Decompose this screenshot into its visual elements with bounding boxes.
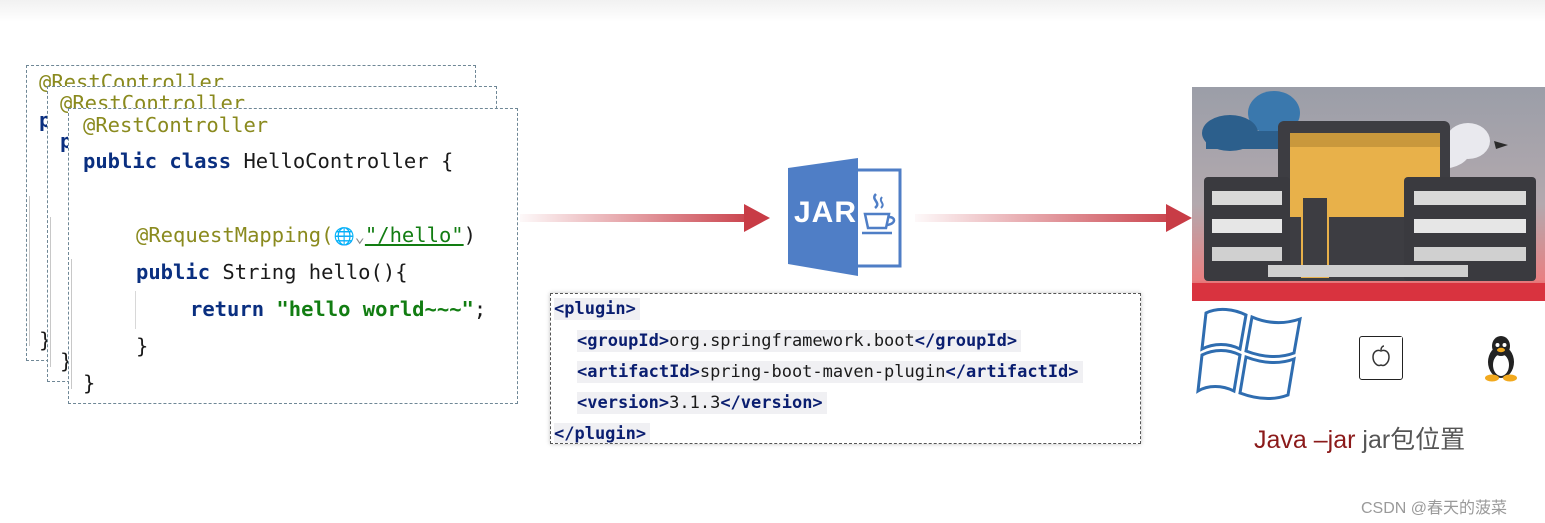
gutter-line — [29, 196, 40, 346]
csdn-watermark: CSDN @春天的菠菜 — [1361, 500, 1508, 517]
code-card-front: @RestController public class HelloContro… — [68, 108, 518, 404]
plugin-open-tag: <plugin> — [554, 299, 636, 319]
return-keyword: return — [190, 297, 265, 321]
java-cup-icon — [862, 193, 896, 235]
class-closing-brace: } — [83, 371, 96, 395]
maven-plugin-snippet: <plugin> <groupId>org.springframework.bo… — [550, 293, 1141, 444]
artifact-id-open-tag: <artifactId> — [577, 362, 700, 382]
method-closing-brace: } — [136, 334, 149, 358]
method-signature: String hello(){ — [222, 260, 408, 284]
request-mapping-annotation: @RequestMapping( — [136, 223, 334, 247]
semicolon: ; — [473, 297, 487, 321]
arrow-head — [1166, 204, 1192, 232]
version-value: 3.1.3 — [669, 393, 721, 413]
class-declaration: public class HelloController { — [83, 149, 453, 173]
top-band — [0, 0, 1545, 22]
open-brace: { — [440, 149, 454, 173]
method-declaration: public String hello(){ — [136, 260, 408, 284]
artifact-id-value: spring-boot-maven-plugin — [699, 362, 946, 382]
artifact-id-close-tag: </artifactId> — [945, 362, 1079, 382]
mapping-close-paren: ) — [463, 223, 476, 247]
jar-label: JAR — [794, 196, 858, 229]
public-keyword: public — [136, 260, 211, 284]
version-close-tag: </version> — [720, 393, 823, 413]
java-jar-command: Java –jar — [1254, 426, 1356, 454]
return-string: "hello world~~~" — [276, 297, 474, 321]
linux-penguin-icon — [1485, 336, 1517, 382]
server-illustration — [1192, 87, 1545, 301]
gutter-line — [71, 259, 82, 389]
group-id-close-tag: </groupId> — [914, 331, 1018, 351]
jar-file-icon: JAR — [788, 158, 904, 276]
plugin-close-tag: </plugin> — [554, 424, 647, 444]
artifact-id-line: <artifactId>spring-boot-maven-plugin</ar… — [577, 361, 1083, 383]
jar-location-text: jar包位置 — [1355, 426, 1466, 454]
group-id-open-tag: <groupId> — [577, 331, 670, 351]
mapping-path: "/hello" — [364, 223, 464, 247]
run-command-caption: Java –jar jar包位置 — [1254, 420, 1465, 456]
arrow-jar-to-server — [915, 214, 1169, 222]
class-keyword: class — [169, 149, 232, 173]
rest-controller-annotation: @RestController — [83, 113, 269, 137]
arrow-code-to-jar — [520, 214, 746, 222]
version-open-tag: <version> — [577, 393, 670, 413]
version-line: <version>3.1.3</version> — [577, 392, 827, 414]
windows-logo-icon — [1196, 307, 1302, 401]
indent-guide — [135, 291, 136, 329]
globe-icon: 🌐⌄ — [333, 227, 365, 247]
plugin-close-line: </plugin> — [554, 423, 651, 444]
class-name: HelloController — [243, 149, 429, 173]
request-mapping-line: @RequestMapping(🌐⌄"/hello") — [136, 223, 476, 249]
return-statement: return "hello world~~~"; — [190, 297, 486, 321]
arrow-head — [744, 204, 770, 232]
apple-logo-icon — [1359, 336, 1403, 380]
gutter-line — [50, 217, 61, 367]
public-keyword: public — [83, 149, 158, 173]
group-id-value: org.springframework.boot — [669, 331, 915, 351]
plugin-open-line: <plugin> — [554, 298, 640, 320]
group-id-line: <groupId>org.springframework.boot</group… — [577, 330, 1022, 352]
